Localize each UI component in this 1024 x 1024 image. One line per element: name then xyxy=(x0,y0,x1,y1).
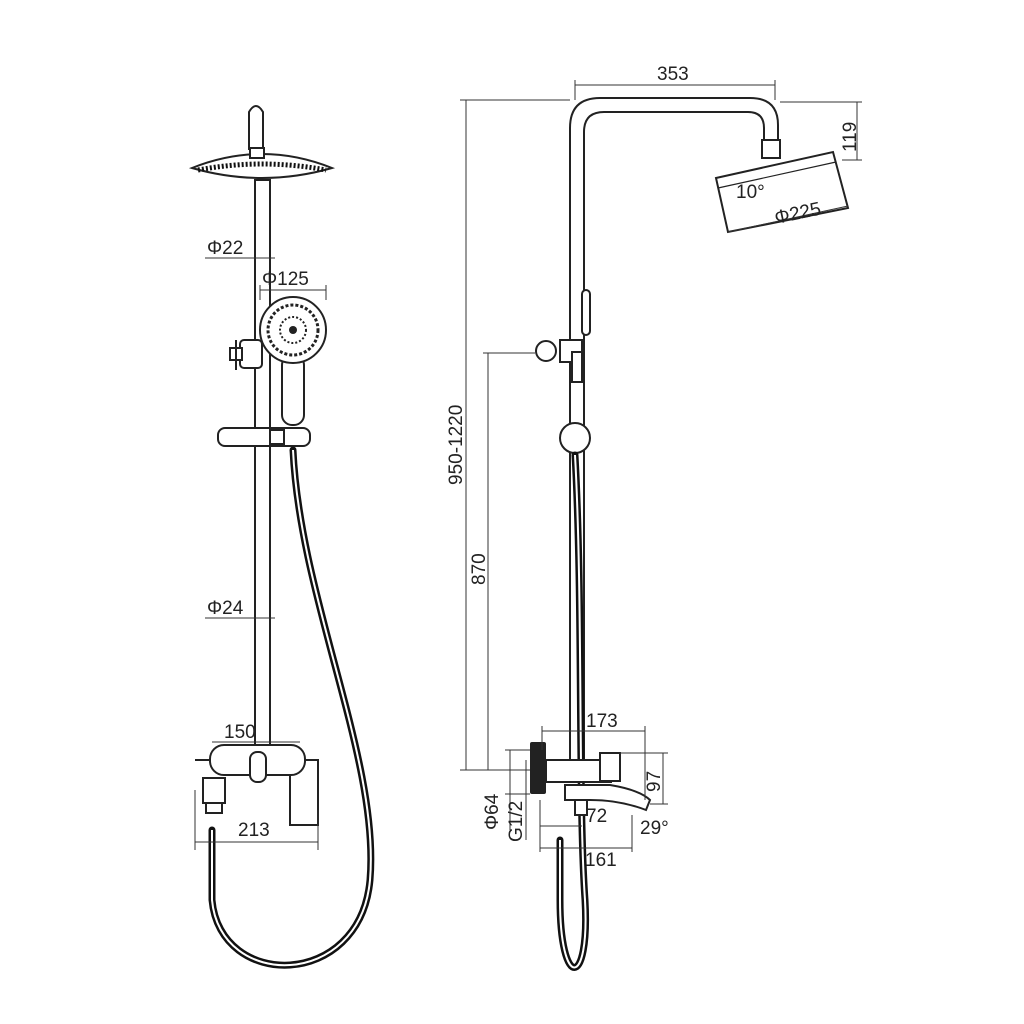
vertical-pipe xyxy=(254,179,271,746)
dim-inlet-spacing: 150 xyxy=(224,722,256,743)
top-pipe-cap xyxy=(248,105,264,150)
dim-escutcheon-diameter: Φ64 xyxy=(482,793,503,830)
dim-slider-height: 870 xyxy=(469,553,490,585)
dim-arm-reach: 353 xyxy=(657,64,689,85)
hose xyxy=(556,451,590,971)
dim-height-range: 950-1220 xyxy=(446,405,467,485)
side-view: 353 119 10° Φ225 950-1220 870 173 97 Φ64… xyxy=(446,64,862,971)
hand-shower xyxy=(259,296,327,426)
dim-spout-reach: 161 xyxy=(585,850,617,871)
dim-head-drop: 119 xyxy=(840,122,861,152)
front-view: Φ22 Φ125 Φ24 150 213 xyxy=(188,105,375,969)
dim-head-tilt: 10° xyxy=(736,182,765,203)
slide-bracket xyxy=(559,422,591,454)
dim-mixer-depth: 173 xyxy=(586,711,618,732)
rain-shower-head xyxy=(188,147,336,179)
mixer-body xyxy=(195,744,319,826)
diverter-knob xyxy=(229,339,263,370)
rain-shower-head xyxy=(714,150,850,234)
slide-bracket xyxy=(217,427,311,447)
dim-spout-offset: 72 xyxy=(586,806,607,827)
dim-spout-angle: 29° xyxy=(640,818,669,839)
diverter xyxy=(535,289,591,383)
dim-thread: G1/2 xyxy=(506,801,527,842)
dim-hand-shower-diameter: Φ125 xyxy=(262,269,309,290)
dim-mixer-height: 97 xyxy=(644,771,665,792)
hose xyxy=(208,446,375,969)
shower-arm xyxy=(569,97,779,760)
dim-pipe-top-diameter: Φ22 xyxy=(207,238,243,259)
mixer-body xyxy=(530,742,652,816)
dim-pipe-bottom-diameter: Φ24 xyxy=(207,598,244,619)
dim-mixer-width: 213 xyxy=(238,820,270,841)
